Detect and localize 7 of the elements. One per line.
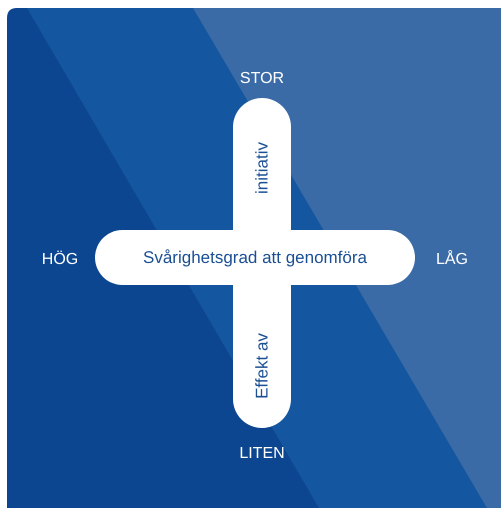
scale-label: LITEN xyxy=(238,444,286,464)
scale-label: HÖG xyxy=(40,250,80,270)
axis-label: Svårighetsgrad att genomföra xyxy=(143,246,367,269)
axis-label: Effekt av xyxy=(251,333,272,399)
axis-label: initiativ xyxy=(251,142,272,194)
scale-label: STOR xyxy=(238,69,286,89)
scale-label: LÅG xyxy=(434,249,469,270)
